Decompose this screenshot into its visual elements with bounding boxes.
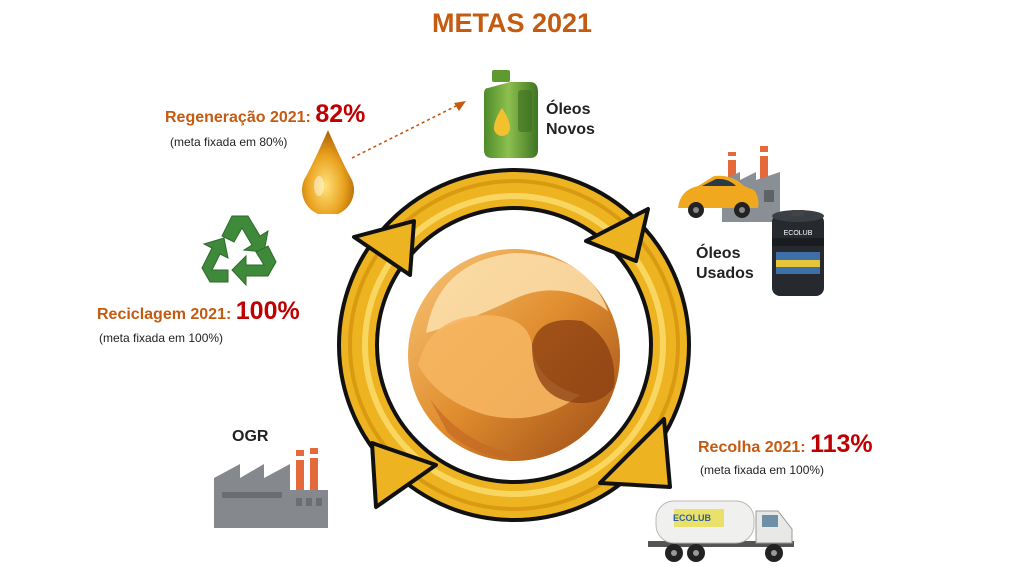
tanker-truck-icon: ECOLUB	[648, 500, 794, 562]
tank-brand-text: ECOLUB	[784, 230, 813, 237]
cycle-diagram	[337, 168, 691, 522]
metric-label: Regeneração 2021:	[165, 109, 311, 126]
oil-tank-icon: ECOLUB	[772, 210, 824, 296]
metric-regeneracao: Regeneração 2021: 82%	[165, 100, 365, 129]
arrow-head-sw	[370, 441, 438, 509]
brand-logo-icon	[408, 249, 620, 461]
label-oleos-novos: Óleos Novos	[546, 101, 595, 138]
oil-drop-icon	[302, 130, 354, 214]
dotted-arrow	[351, 101, 466, 159]
truck-brand-text: ECOLUB	[673, 513, 712, 523]
metric-value: 82%	[315, 100, 366, 128]
oil-bottle-icon	[484, 70, 538, 158]
page-title: METAS 2021	[431, 8, 593, 38]
arrow-head-se	[598, 417, 672, 489]
metric-note: (meta fixada em 100%)	[99, 331, 224, 345]
label-ogr: OGR	[232, 428, 269, 445]
recycle-icon	[201, 215, 277, 287]
metric-label: Reciclagem 2021:	[97, 306, 232, 323]
arrow-head-ne	[584, 207, 650, 263]
metric-note: (meta fixada em 100%)	[700, 463, 825, 477]
metric-recolha: Recolha 2021: 113%	[698, 430, 873, 459]
metric-value: 113%	[810, 430, 873, 458]
factory-icon	[214, 448, 328, 528]
label-oleos-usados: Óleos Usados	[696, 245, 754, 282]
metric-reciclagem: Reciclagem 2021: 100%	[97, 297, 300, 326]
metric-value: 100%	[235, 297, 300, 325]
car-factory-icon	[678, 146, 780, 222]
arrow-head-nw	[352, 219, 416, 277]
metric-note: (meta fixada em 80%)	[170, 135, 288, 149]
metric-label: Recolha 2021:	[698, 439, 806, 456]
